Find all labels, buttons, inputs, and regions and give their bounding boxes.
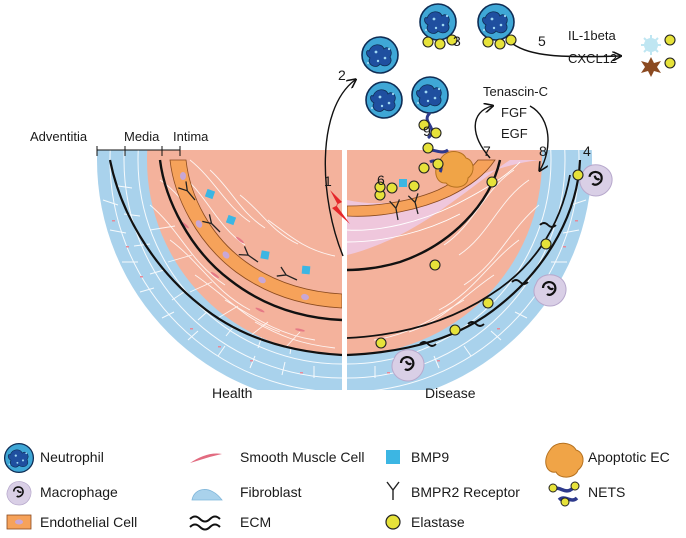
legend-bmpr2-icon [386, 481, 400, 500]
legend-label: Apoptotic EC [588, 449, 670, 465]
step-number: 2 [338, 67, 346, 83]
legend-endothelial-icon [6, 514, 32, 530]
step-number: 3 [453, 33, 461, 49]
legend-smooth-muscle-icon [190, 453, 222, 463]
arrow-growth-factors-out [474, 106, 492, 159]
step-number: 4 [583, 143, 591, 159]
neutrophil-icon [365, 81, 403, 119]
legend-label: ECM [240, 514, 271, 530]
media-label: Media [124, 129, 160, 144]
step-number: 7 [483, 143, 491, 159]
legend-label: BMP9 [411, 449, 449, 465]
adventitia-label: Adventitia [30, 129, 88, 144]
apoptotic-ec [435, 151, 474, 188]
legend-ecm-icon [189, 515, 221, 531]
disease-vessel [347, 150, 616, 390]
legend-fibroblast-icon [191, 489, 223, 501]
legend-label: Neutrophil [40, 449, 104, 465]
neutrophil-icon [411, 76, 449, 114]
disease-media [347, 150, 542, 355]
cxcl12-icon [641, 57, 661, 77]
legend-label: Elastase [411, 514, 465, 530]
legend-label: Smooth Muscle Cell [240, 449, 365, 465]
intima-label: Intima [173, 129, 209, 144]
legend: Neutrophil Smooth Muscle Cell BMP9 Apopt… [3, 442, 670, 531]
step-number: 6 [377, 172, 385, 188]
step-number: 8 [539, 143, 547, 159]
step-number: 1 [324, 173, 332, 189]
legend-label: BMPR2 Receptor [411, 484, 520, 500]
step-number: 9 [423, 123, 431, 139]
legend-elastase-icon [385, 514, 401, 530]
arrow-cytokine [512, 43, 620, 57]
intima-layer [169, 159, 342, 309]
nets-cluster [418, 142, 449, 174]
cxcl12-label: CXCL12 [568, 51, 617, 66]
legend-apoptotic-ec-icon [545, 442, 584, 478]
legend-label: NETS [588, 484, 625, 500]
il1beta-icon [641, 35, 661, 55]
neutrophil-icon [477, 3, 515, 41]
neutrophil-icon [361, 36, 399, 74]
neutrophil-icon [419, 3, 457, 41]
health-label: Health [212, 385, 252, 401]
arrow-recruitment [324, 80, 355, 257]
legend-label: Macrophage [40, 484, 118, 500]
egf-label: EGF [501, 126, 528, 141]
legend-bmp9-icon [386, 450, 400, 464]
legend-nets-icon [548, 481, 580, 507]
disease-bmp9 [399, 179, 407, 187]
arrow-growth-factors-in [529, 105, 549, 170]
injury-icon [330, 190, 350, 224]
il1beta-label: IL-1beta [568, 28, 616, 43]
macrophage-icon [390, 348, 426, 383]
legend-macrophage-icon [6, 480, 32, 506]
fgf-label: FGF [501, 105, 527, 120]
disease-intima [347, 159, 496, 217]
legend-label: Endothelial Cell [40, 514, 137, 530]
net-strand [425, 111, 434, 140]
legend-label: Fibroblast [240, 484, 302, 500]
tenascin-label: Tenascin-C [483, 84, 548, 99]
health-vessel [97, 150, 342, 390]
step-number: 5 [538, 33, 546, 49]
macrophage-icon [532, 273, 568, 308]
neointimal-lesion [347, 160, 540, 255]
legend-neutrophil-icon [3, 442, 35, 474]
disease-label: Disease [425, 385, 476, 401]
